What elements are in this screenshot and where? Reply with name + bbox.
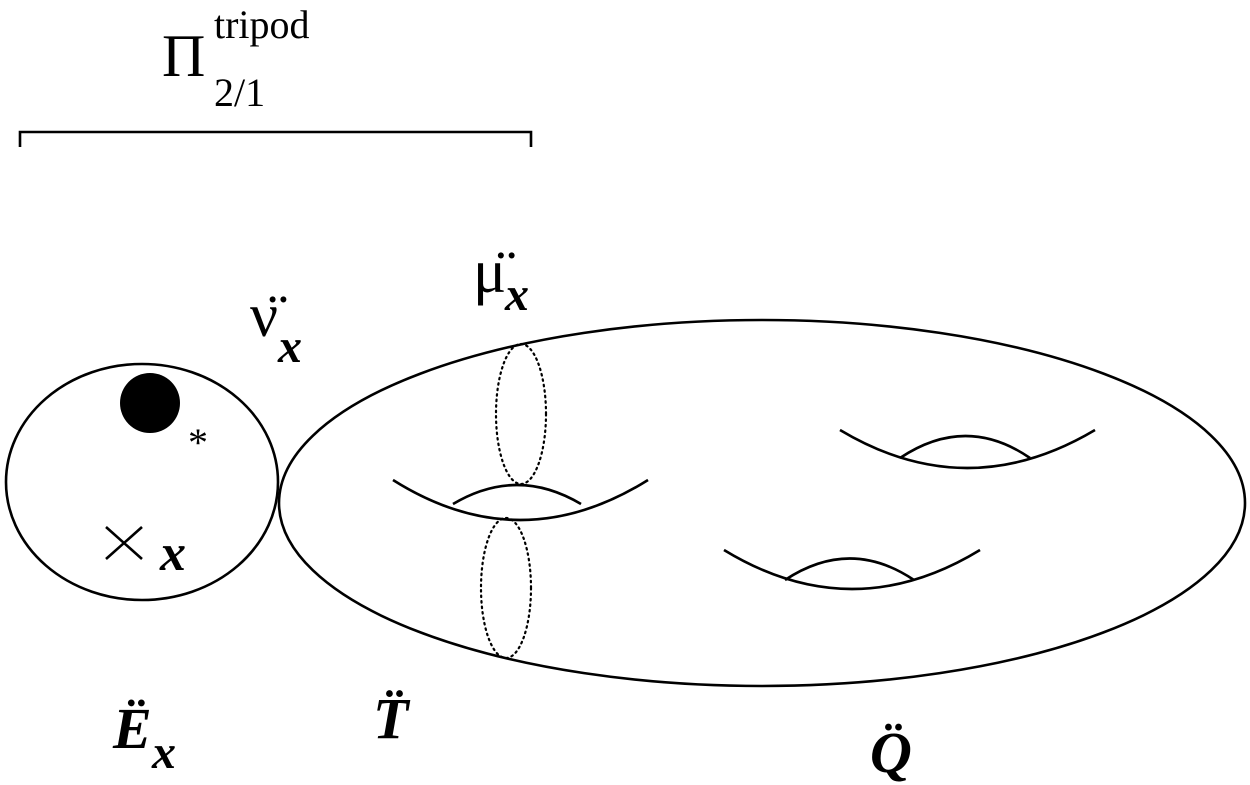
pi-subscript: 2/1 [214, 70, 265, 115]
handle-3-lower [723, 548, 981, 591]
mu-subscript: x [504, 268, 529, 321]
handle-3-upper [784, 557, 915, 582]
surface-body [277, 318, 1247, 688]
cut-circle-lower [479, 516, 533, 660]
cross-marker [105, 526, 143, 560]
q-label: Q̈ [870, 720, 912, 785]
point-x-label: x [159, 525, 186, 582]
handle-2-lower [839, 428, 1096, 470]
cut-circle-mu [494, 342, 548, 486]
sphere-e-x [4, 362, 280, 602]
handle-1-upper [452, 483, 582, 506]
t-label: T̈ [373, 686, 411, 751]
handle-2-upper [899, 434, 1031, 460]
pi-symbol: Π [162, 23, 205, 89]
handle-1-lower [392, 478, 649, 522]
star-marker: * [188, 420, 208, 465]
nu-subscript: x [277, 320, 302, 373]
marked-point-dot [120, 373, 180, 433]
tripod-bracket [18, 130, 533, 147]
pi-superscript: tripod [214, 2, 310, 47]
e-label: Ë [112, 696, 152, 761]
e-subscript: x [151, 726, 176, 779]
